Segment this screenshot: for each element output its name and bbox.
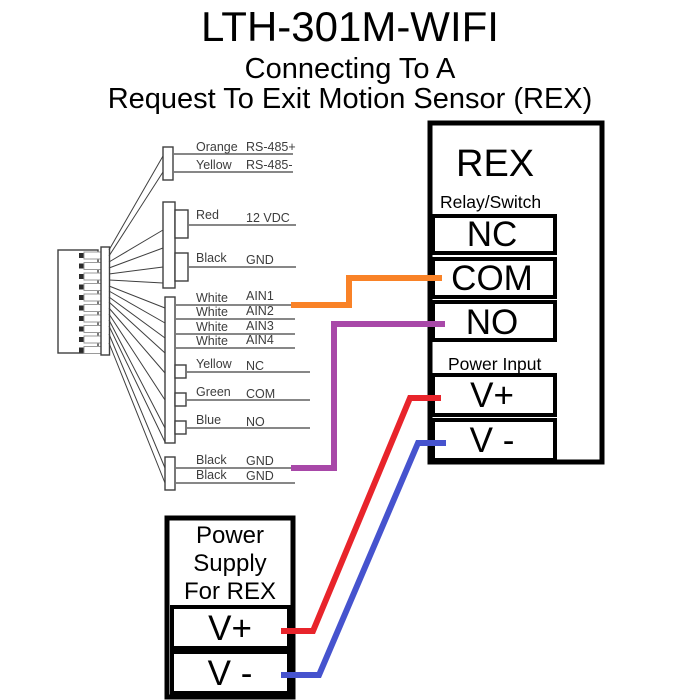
ps-terminal-vplus-box: [170, 605, 291, 650]
terminal-vminus-label: V -: [470, 421, 515, 460]
wire-color-label: Black: [196, 453, 227, 467]
wire-color-label: White: [196, 305, 228, 319]
sub-connector-red: [174, 209, 189, 239]
ps-terminal-vplus-label: V+: [208, 609, 252, 648]
wire-color-label: Red: [196, 208, 219, 222]
blue-jumper-wire-vminus: [281, 440, 446, 678]
wire-group-bar-io: [164, 296, 176, 444]
wire-fan-lines: [108, 155, 166, 484]
wire-color-label: White: [196, 334, 228, 348]
wire-signal-label: GND: [246, 253, 274, 267]
wire-color-label: Black: [196, 468, 227, 482]
wire-signal-label: AIN1: [246, 289, 274, 303]
orange-jumper-wire-ain1-to-com: [291, 275, 442, 308]
terminal-no-label: NO: [466, 303, 519, 342]
page-subtitle-line2: Request To Exit Motion Sensor (REX): [108, 83, 593, 115]
wire-signal-label: GND: [246, 454, 274, 468]
terminal-vplus-label: V+: [470, 376, 514, 415]
power-supply-label-line1: Power: [196, 522, 264, 549]
page-title: LTH-301M-WIFI: [201, 3, 499, 50]
connector-pin-contacts: [79, 253, 84, 353]
power-supply-label-line3: For REX: [184, 578, 276, 605]
wire-group-bar-rs485: [162, 146, 174, 181]
terminal-vminus-box: [431, 418, 557, 462]
power-supply-label-line2: Supply: [193, 550, 266, 577]
wire-signal-label: 12 VDC: [246, 211, 290, 225]
sub-connector-yellow: [174, 364, 187, 379]
purple-jumper-wire-gnd-to-no: [291, 321, 445, 471]
wire-color-label: Green: [196, 385, 231, 399]
sub-connector-green: [174, 392, 187, 407]
wire-color-label: Black: [196, 251, 227, 265]
wire-color-label: Yellow: [196, 357, 233, 371]
terminal-nc-label: NC: [467, 215, 518, 254]
wire-signal-label: AIN4: [246, 333, 274, 347]
sub-connector-blue: [174, 420, 187, 435]
wire-signal-label: GND: [246, 469, 274, 483]
wire-signal-label: NC: [246, 359, 264, 373]
power-input-section-label: Power Input: [448, 354, 542, 374]
wire-group-bar-power: [162, 201, 176, 289]
wire-signal-label: AIN3: [246, 319, 274, 333]
wire-color-label: Yellow: [196, 158, 233, 172]
wire-color-label: White: [196, 291, 228, 305]
wire-color-label: White: [196, 320, 228, 334]
page-subtitle-line1: Connecting To A: [245, 53, 456, 85]
wire-signal-label: RS-485-: [246, 158, 293, 172]
ps-terminal-vminus-label: V -: [208, 654, 253, 693]
red-jumper-wire-vplus: [281, 395, 441, 634]
wire-color-label: Blue: [196, 413, 221, 427]
connector-main-bar: [100, 246, 111, 356]
wire-signal-label: RS-485+: [246, 140, 296, 154]
wire-color-label: Orange: [196, 140, 238, 154]
wire-signal-label: AIN2: [246, 304, 274, 318]
terminal-com-label: COM: [451, 259, 533, 298]
rex-box-title: REX: [456, 143, 534, 185]
wire-signal-label: NO: [246, 415, 265, 429]
sub-connector-black: [174, 252, 189, 282]
wire-group-bar-gnd: [164, 456, 176, 491]
relay-switch-section-label: Relay/Switch: [440, 192, 541, 212]
wire-signal-label: COM: [246, 387, 275, 401]
terminal-nc-box: [431, 214, 557, 255]
